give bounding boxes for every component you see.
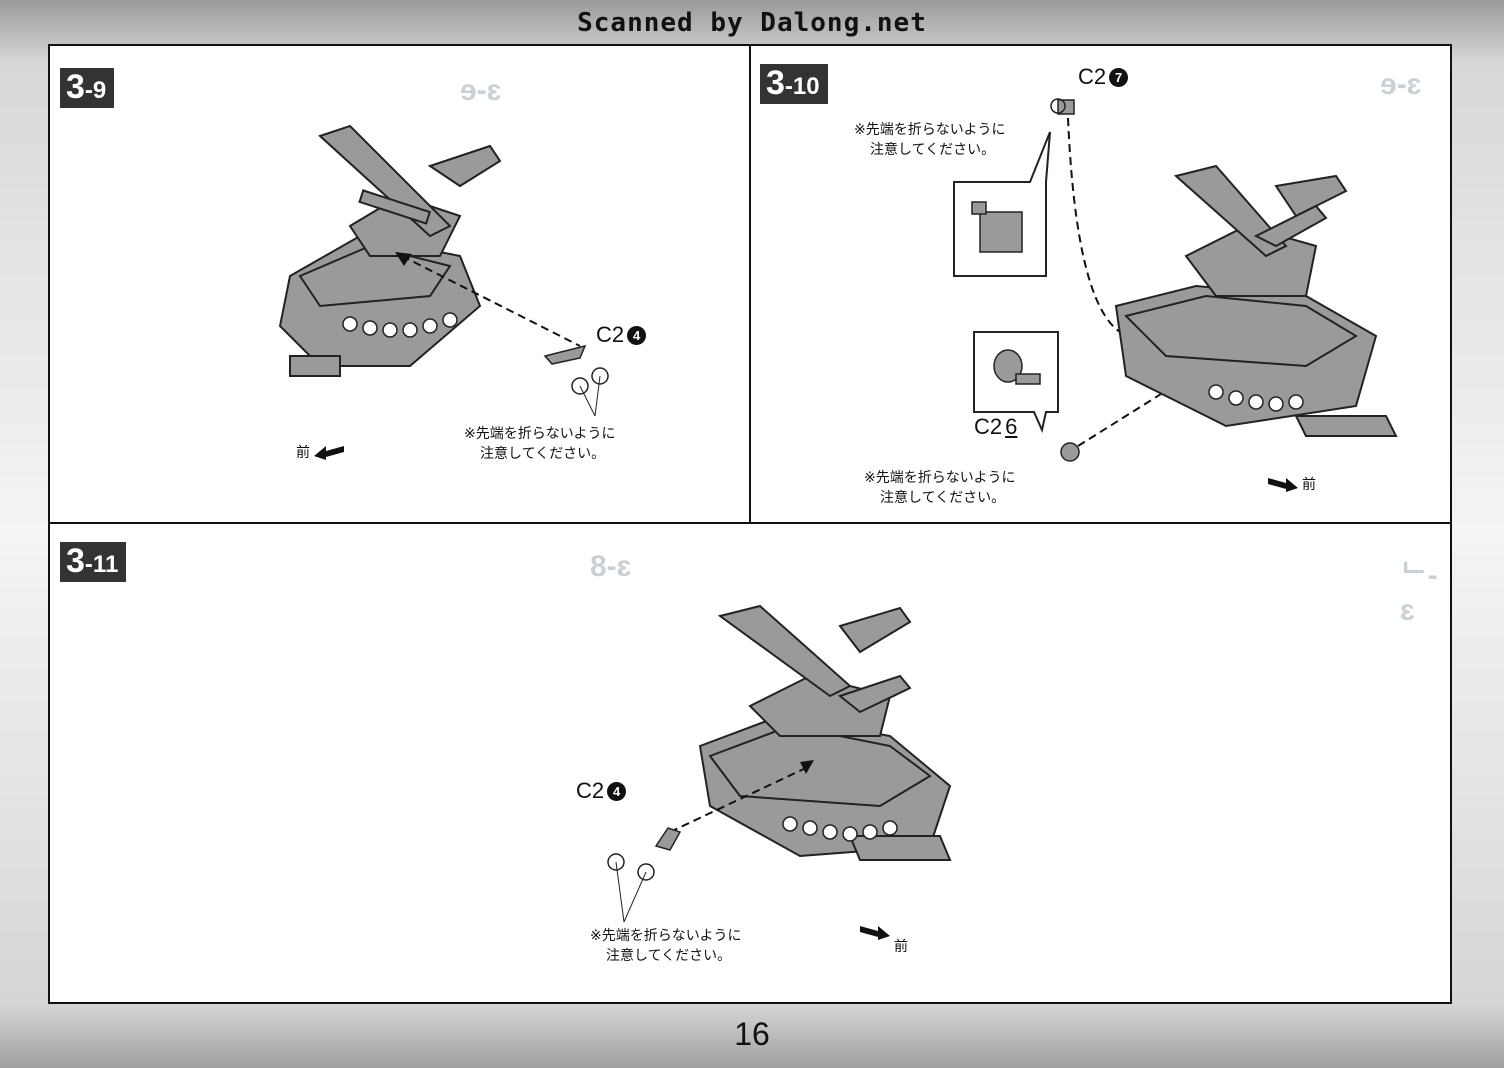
ghost-show-through: ɘ-ɛ bbox=[460, 74, 502, 107]
assembly-guide-arrow bbox=[607, 760, 814, 923]
part-code: C2 bbox=[974, 414, 1003, 439]
step-major-number: 3 bbox=[66, 68, 85, 106]
part-number-badge: 6 bbox=[1005, 414, 1018, 439]
caution-line-1: ※先端を折らないように bbox=[864, 470, 1016, 486]
instruction-frame: ɘ-ɛ 3-9 bbox=[48, 44, 1452, 1004]
panel-divider-horizontal bbox=[50, 522, 1450, 524]
tank-model-illustration bbox=[1114, 164, 1398, 437]
front-indicator: 前 bbox=[296, 442, 344, 462]
step-badge-3-11: 3-11 bbox=[60, 542, 127, 582]
front-label: 前 bbox=[296, 445, 310, 461]
caution-line-1: ※先端を折らないように bbox=[464, 426, 616, 442]
caution-line-2: 注意してください。 bbox=[480, 446, 606, 462]
part-number-badge: 4 bbox=[627, 325, 647, 345]
page-number: 16 bbox=[734, 1016, 770, 1052]
ghost-show-through: ɘ-ɛ bbox=[1380, 68, 1422, 101]
ghost-show-through: 8-ɛ bbox=[590, 550, 632, 583]
front-label: 前 bbox=[1302, 477, 1316, 493]
caution-line-2: 注意してください。 bbox=[870, 142, 996, 158]
step-badge-3-9: 3-9 bbox=[60, 68, 115, 108]
step-minor-number: -10 bbox=[784, 73, 820, 100]
arrow-left-icon bbox=[314, 446, 344, 460]
caution-line-2: 注意してください。 bbox=[880, 490, 1006, 506]
caution-note-bottom: ※先端を折らないように 注意してください。 bbox=[864, 468, 1015, 508]
tank-model-illustration bbox=[278, 124, 502, 377]
front-indicator: 前 bbox=[860, 922, 908, 955]
step-major-number: 3 bbox=[766, 64, 785, 102]
arrow-right-icon bbox=[860, 926, 890, 940]
step-minor-number: -9 bbox=[84, 77, 107, 104]
caution-note: ※先端を折らないように 注意してください。 bbox=[590, 926, 741, 966]
caution-line-1: ※先端を折らないように bbox=[590, 928, 742, 944]
ghost-show-through: ᄂ-ɛ bbox=[1400, 559, 1438, 627]
tank-model-illustration bbox=[698, 604, 952, 861]
caution-line-2: 注意してください。 bbox=[606, 948, 732, 964]
arrow-right-icon bbox=[1268, 478, 1298, 492]
front-indicator: 前 bbox=[1268, 474, 1316, 494]
assembly-guide-arrow bbox=[395, 252, 609, 417]
front-label: 前 bbox=[894, 939, 908, 955]
panel-divider-vertical bbox=[749, 46, 751, 522]
caution-line-1: ※先端を折らないように bbox=[854, 122, 1006, 138]
step-badge-3-10: 3-10 bbox=[760, 64, 828, 104]
part-code: C2 bbox=[596, 322, 625, 347]
step-major-number: 3 bbox=[66, 542, 85, 580]
scan-watermark: Scanned by Dalong.net bbox=[577, 8, 927, 38]
part-number-badge: 7 bbox=[1109, 67, 1129, 87]
part-number-badge: 4 bbox=[607, 781, 627, 801]
step-minor-number: -11 bbox=[84, 551, 119, 578]
caution-note-top: ※先端を折らないように 注意してください。 bbox=[854, 120, 1005, 160]
caution-note: ※先端を折らないように 注意してください。 bbox=[464, 424, 615, 464]
part-code: C2 bbox=[1078, 64, 1107, 89]
part-code: C2 bbox=[576, 778, 605, 803]
